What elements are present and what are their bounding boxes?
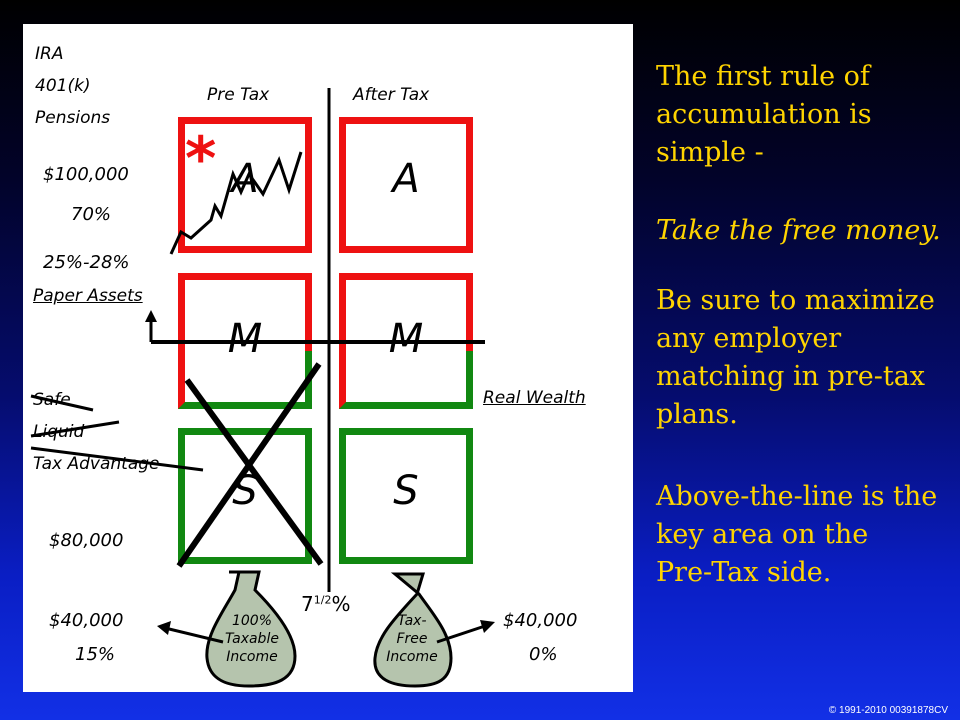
copyright-notice: © 1991-2010 00391878CV — [828, 705, 948, 716]
rule-line-1: The first rule of — [656, 61, 870, 92]
maximize-line-2: any employer — [656, 323, 842, 354]
amount-40k-left: $40,000 — [49, 610, 124, 631]
pct-0: 0% — [529, 644, 558, 665]
strike-safe — [30, 394, 94, 412]
rule-line-2: accumulation is — [656, 99, 872, 130]
maximize-line-4: plans. — [656, 399, 738, 430]
pct-70: 70% — [71, 204, 112, 225]
seven-half-pct: % — [331, 592, 351, 616]
seven-half-percent: 71/2% — [301, 592, 350, 616]
pct-15: 15% — [75, 644, 116, 665]
arrow-right-line — [436, 624, 486, 644]
bag-left-label: 100% Taxable Income — [209, 612, 295, 666]
bag-right-line-1: Tax- — [397, 613, 427, 629]
401k-label: 401(k) — [35, 76, 91, 96]
bag-left-line-1: 100% — [231, 613, 273, 629]
bag-left-line-2: Taxable — [225, 631, 279, 647]
money-bag-left-icon — [205, 570, 297, 688]
above-the-line-text: Above-the-line is the key area on the Pr… — [656, 478, 937, 592]
real-wealth-label: Real Wealth — [483, 388, 586, 408]
bag-right-line-3: Income — [386, 649, 438, 665]
bag-right-label: Tax- Free Income — [369, 612, 455, 666]
take-free-money-text: Take the free money. — [656, 215, 941, 246]
strike-tax-advantage — [30, 446, 204, 472]
paper-assets-label: Paper Assets — [33, 286, 143, 306]
letter-s-aftertax: S — [393, 468, 419, 514]
strike-liquid — [30, 420, 120, 438]
amount-100k: $100,000 — [43, 164, 129, 185]
bag-right-line-2: Free — [396, 631, 428, 647]
letter-a-aftertax: A — [392, 156, 420, 202]
after-tax-header: After Tax — [353, 85, 430, 105]
rule-line-3: simple - — [656, 137, 764, 168]
amount-80k: $80,000 — [49, 530, 124, 551]
cross-line-1 — [184, 378, 324, 566]
arrow-left-head-icon — [157, 621, 171, 635]
money-bag-right-icon — [373, 572, 453, 688]
letter-m-aftertax: M — [388, 316, 424, 362]
star-icon: * — [185, 124, 217, 194]
amount-40k-right: $40,000 — [503, 610, 578, 631]
seven-half-base: 7 — [301, 592, 314, 616]
bag-left-line-3: Income — [226, 649, 278, 665]
growth-zigzag — [169, 151, 303, 255]
box-a-aftertax — [339, 117, 473, 253]
box-s-pretax — [178, 428, 312, 564]
cross-line-2 — [176, 362, 322, 568]
box-a-pretax — [178, 117, 312, 253]
maximize-text: Be sure to maximize any employer matchin… — [656, 282, 935, 434]
pre-tax-header: Pre Tax — [207, 85, 270, 105]
up-arrow-icon — [145, 310, 157, 322]
arrow-right-head-icon — [480, 620, 495, 633]
above-line-3: Pre-Tax side. — [656, 557, 832, 588]
above-line-1: Above-the-line is the — [656, 481, 938, 512]
maximize-line-1: Be sure to maximize — [656, 285, 935, 316]
diagram-panel: IRA 401(k) Pensions $100,000 70% 25%-28%… — [23, 24, 633, 692]
letter-m-pretax: M — [227, 316, 263, 362]
maximize-line-3: matching in pre-tax — [656, 361, 926, 392]
first-rule-text: The first rule of accumulation is simple… — [656, 58, 872, 172]
box-s-aftertax — [339, 428, 473, 564]
above-line-2: key area on the — [656, 519, 869, 550]
seven-half-sup: 1/2 — [313, 593, 332, 607]
arrow-left-line — [164, 626, 224, 644]
pensions-label: Pensions — [35, 108, 111, 128]
pct-25-28: 25%-28% — [43, 252, 130, 273]
diagram-lines — [30, 88, 495, 688]
ira-label: IRA — [35, 44, 64, 64]
